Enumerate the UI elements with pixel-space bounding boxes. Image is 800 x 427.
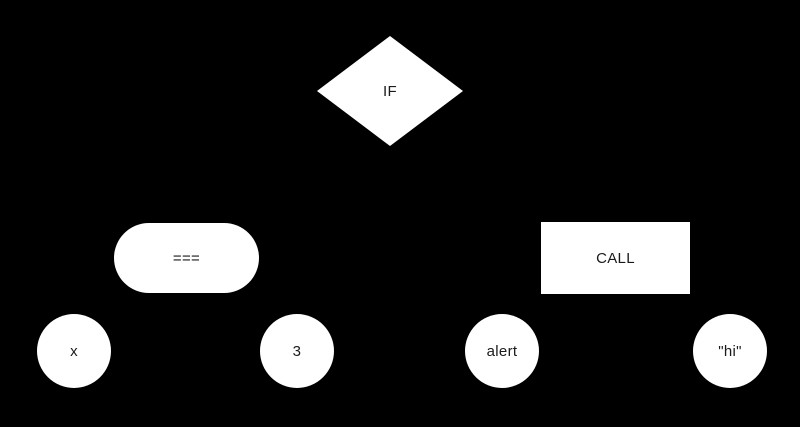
node-string-hi-label: "hi" xyxy=(718,342,742,360)
node-call[interactable]: CALL xyxy=(541,222,690,294)
node-if[interactable]: IF xyxy=(317,36,463,146)
node-string-hi[interactable]: "hi" xyxy=(693,314,767,388)
node-identifier-x[interactable]: x xyxy=(37,314,111,388)
node-call-label: CALL xyxy=(596,249,635,267)
node-equality[interactable]: === xyxy=(114,223,259,293)
node-identifier-alert[interactable]: alert xyxy=(465,314,539,388)
node-number-3[interactable]: 3 xyxy=(260,314,334,388)
node-number-3-label: 3 xyxy=(292,342,302,360)
node-equality-label: === xyxy=(172,249,201,267)
node-identifier-x-label: x xyxy=(70,342,78,360)
node-if-label: IF xyxy=(383,82,397,100)
node-identifier-alert-label: alert xyxy=(486,342,518,360)
